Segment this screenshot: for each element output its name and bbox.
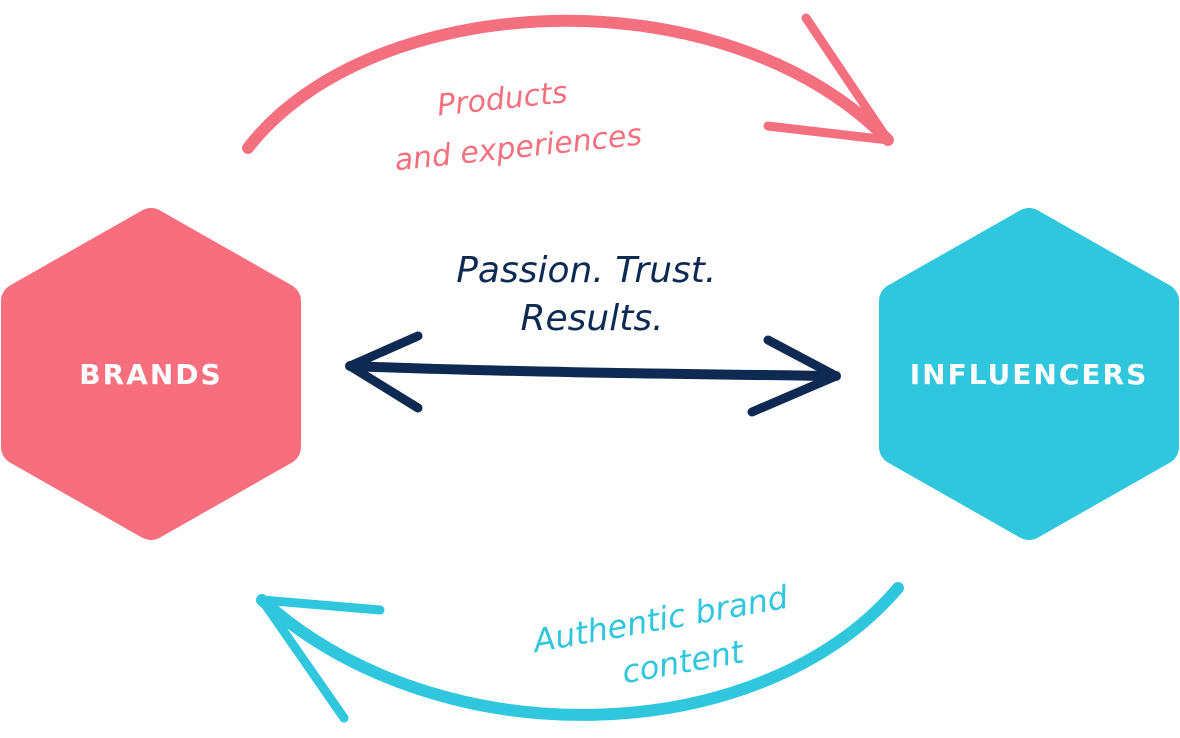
- bottom-arrowhead-icon: [257, 595, 385, 723]
- brands-hexagon-shape: [1, 208, 301, 540]
- brands-label: BRANDS: [79, 358, 222, 391]
- influencers-node: INFLUENCERS: [879, 208, 1179, 540]
- influencers-label: INFLUENCERS: [910, 358, 1149, 391]
- brands-node: BRANDS: [1, 208, 301, 540]
- center-flow-line-1: Passion. Trust.: [456, 250, 716, 291]
- bottom-flow-arrow: [256, 582, 904, 723]
- bottom-arc-line: [256, 582, 904, 721]
- center-double-arrow: [345, 331, 841, 417]
- top-flow-line-1: Products: [435, 75, 569, 123]
- top-flow-label: Products and experiences: [388, 68, 644, 179]
- top-flow-arrow: [242, 13, 894, 154]
- center-flow-line-2: Results.: [520, 298, 663, 339]
- top-arrowhead-icon: [763, 13, 893, 145]
- center-arrow-line: [345, 361, 841, 381]
- right-arrowhead-icon: [747, 335, 841, 417]
- influencers-hexagon-shape: [879, 208, 1179, 540]
- left-arrowhead-icon: [345, 331, 423, 413]
- top-arc-line: [242, 14, 894, 154]
- top-flow-line-2: and experiences: [393, 118, 644, 179]
- center-flow-label: Passion. Trust. Results.: [456, 250, 728, 339]
